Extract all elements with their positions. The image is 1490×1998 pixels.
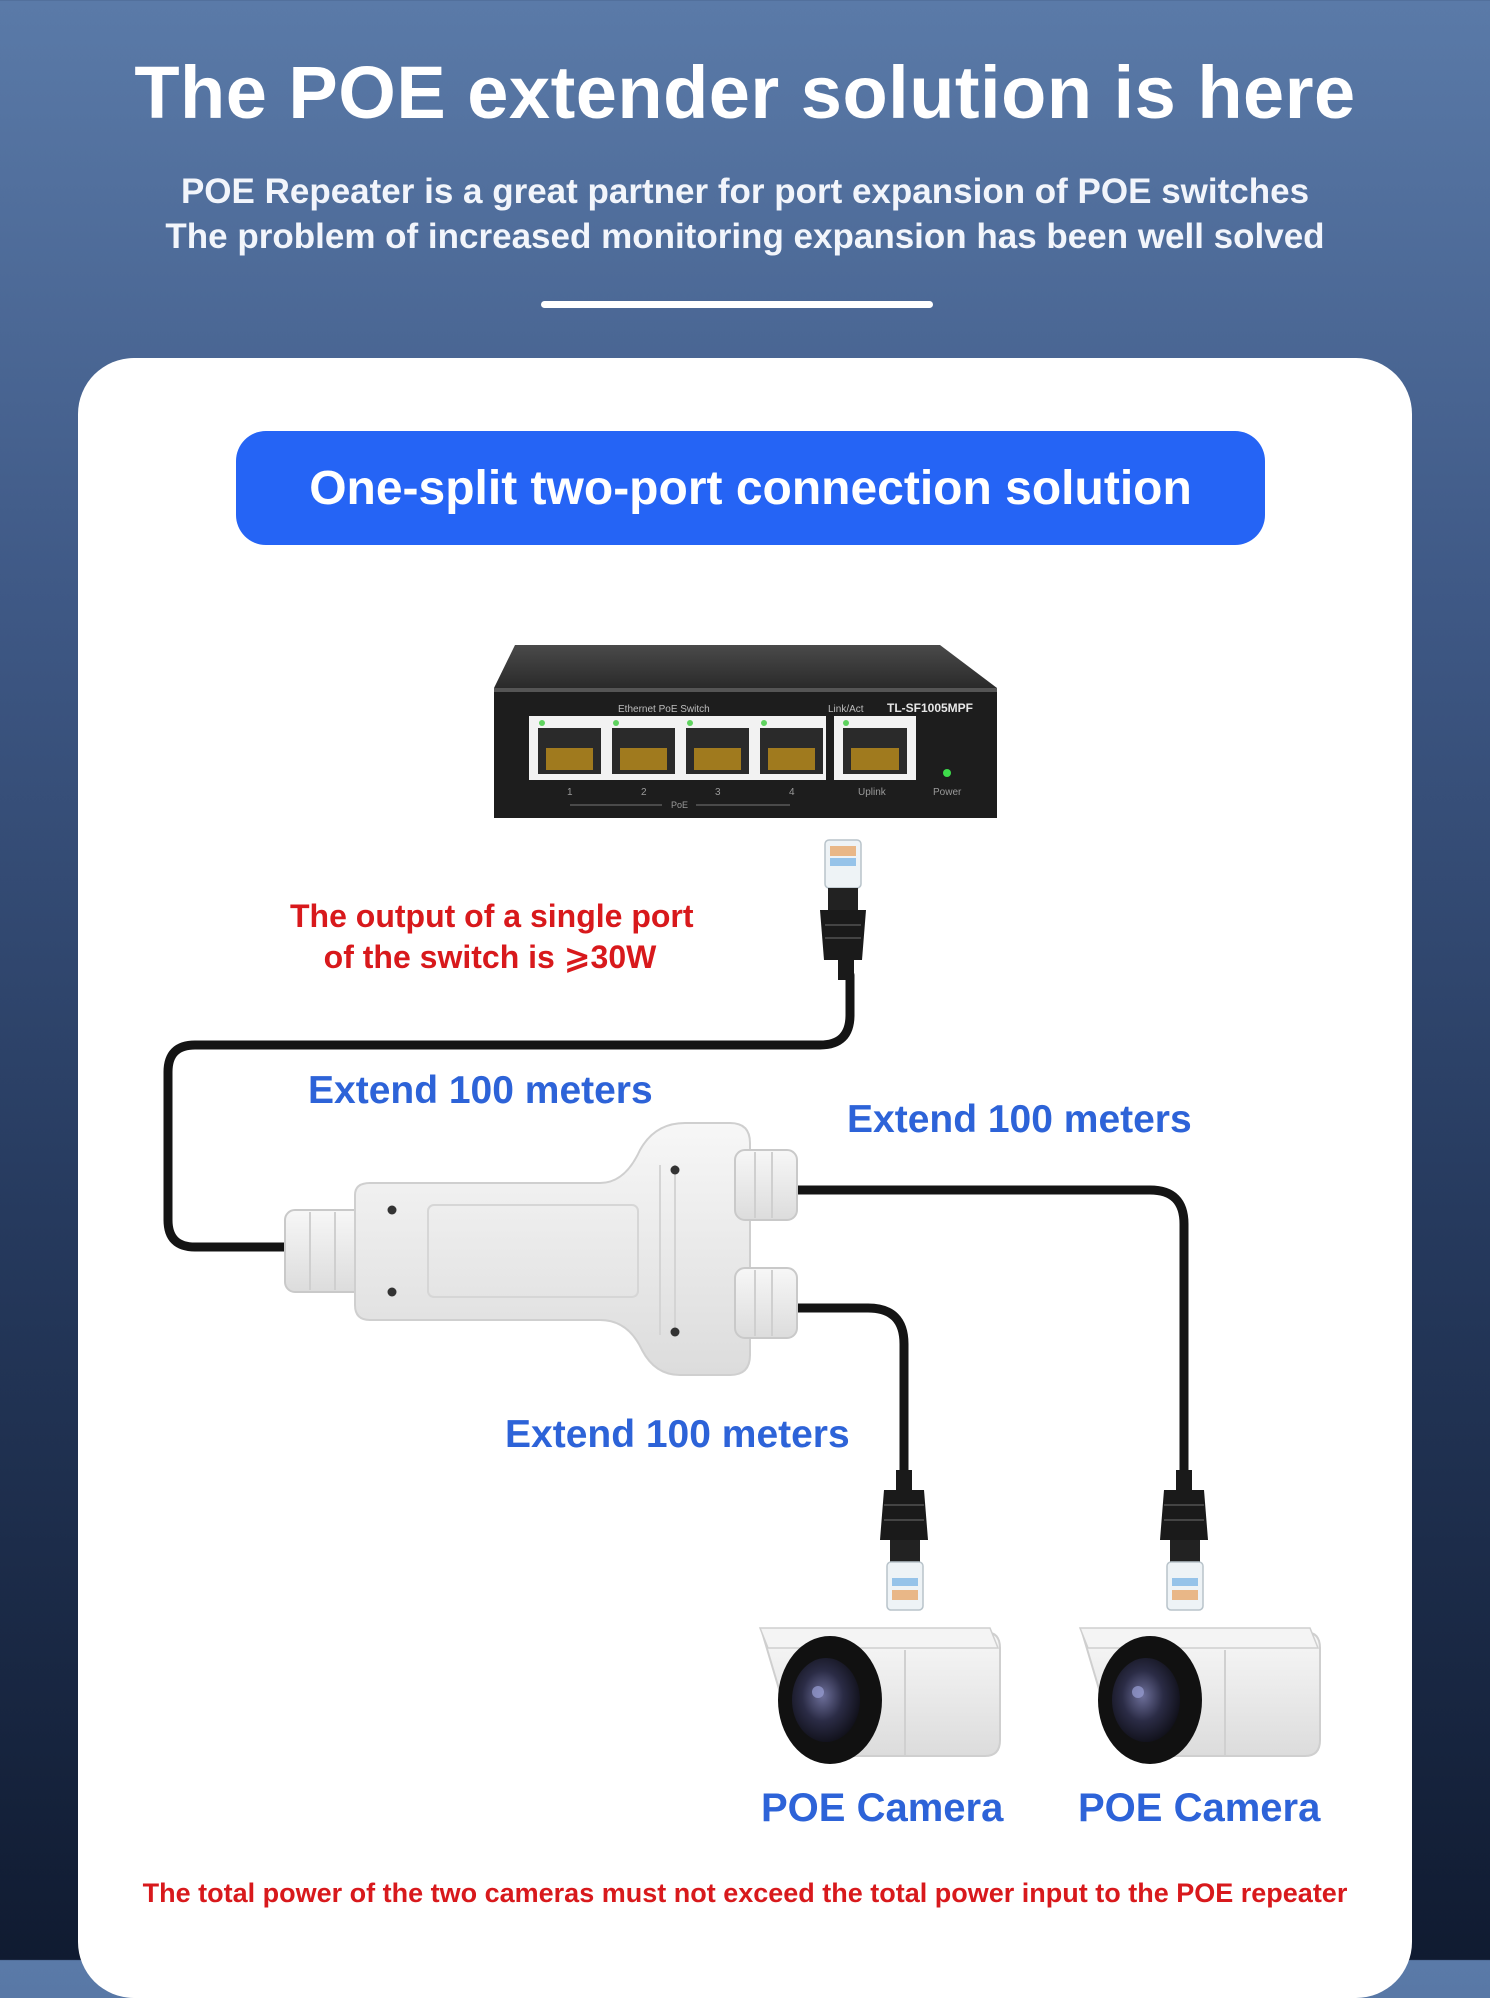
cables: [163, 970, 1189, 1485]
port-number-3: 3: [715, 787, 721, 798]
extend-label-lower: Extend 100 meters: [505, 1413, 850, 1456]
switch-panel-label: Ethernet PoE Switch: [618, 704, 710, 715]
cable-repeater-to-right-camera: [785, 1185, 1189, 1485]
switch-ports: [529, 716, 951, 780]
power-warning-note: The total power of the two cameras must …: [142, 1878, 1348, 1908]
title-divider: [541, 301, 933, 308]
page-title: The POE extender solution is here: [134, 51, 1356, 134]
port-number-4: 4: [789, 787, 795, 798]
rj45-plug-left-camera: [880, 1470, 928, 1611]
switch-output-label-line-2: of the switch is ⩾30W: [323, 939, 657, 975]
cable-repeater-to-left-camera: [785, 1303, 909, 1485]
uplink-label: Uplink: [858, 787, 887, 798]
poe-camera-right: [1078, 1627, 1321, 1764]
switch-output-label-line-1: The output of a single port: [290, 898, 694, 934]
subtitle-line-1: POE Repeater is a great partner for port…: [180, 172, 1310, 211]
poe-repeater: [284, 1122, 798, 1376]
switch-model-label: TL-SF1005MPF: [887, 701, 973, 715]
power-label: Power: [933, 787, 962, 798]
poe-switch: Ethernet PoE Switch Link/Act TL-SF1005MP…: [494, 645, 997, 818]
camera-label-right: POE Camera: [1078, 1786, 1321, 1830]
poe-group-label: PoE: [671, 800, 688, 810]
solution-banner: One-split two-port connection solution: [236, 431, 1265, 545]
extend-label-input: Extend 100 meters: [308, 1069, 653, 1112]
port-number-2: 2: [641, 787, 647, 798]
switch-link-label: Link/Act: [828, 704, 864, 715]
subtitle-line-2: The problem of increased monitoring expa…: [165, 217, 1325, 256]
rj45-plug-right-camera: [1160, 1470, 1208, 1611]
cable-switch-to-repeater: [163, 970, 855, 1252]
port-number-1: 1: [567, 787, 573, 798]
poe-camera-left: [758, 1627, 1001, 1764]
rj45-plug-switch: [820, 839, 866, 980]
camera-label-left: POE Camera: [761, 1786, 1004, 1830]
extend-label-upper: Extend 100 meters: [847, 1098, 1192, 1141]
